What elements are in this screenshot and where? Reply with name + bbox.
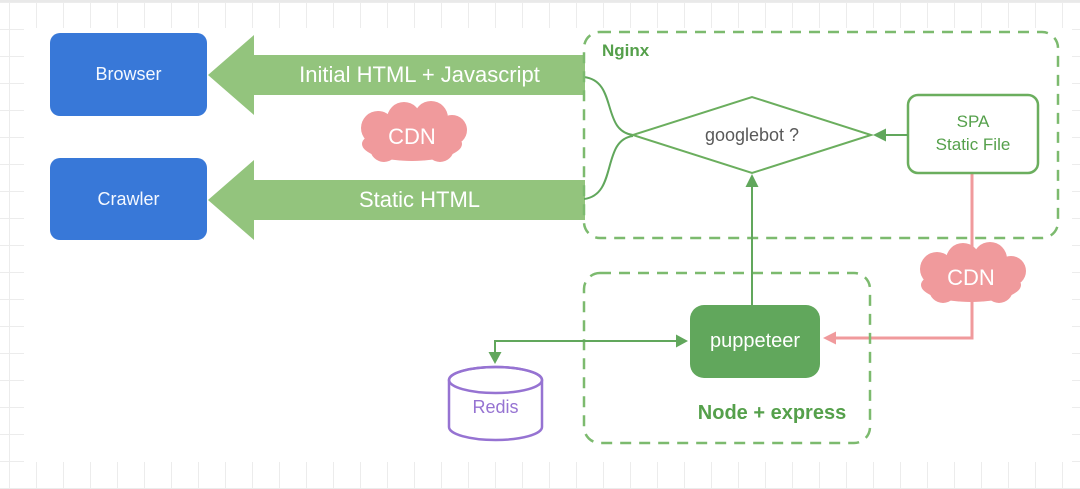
edge-puppeteer-redis [494,340,677,353]
arrowhead-into-redis [488,352,502,364]
arrowhead-into-puppeteer-left [676,334,688,348]
arrowhead-into-diamond-right [873,128,886,142]
cdn-cloud-right-icon[interactable] [920,242,1026,303]
edge-funnel-curves [583,76,634,200]
redis-database-cylinder[interactable] [447,365,544,442]
nginx-container[interactable] [582,30,1060,240]
flow-arrow-static-html [208,160,585,240]
spa-static-file-node[interactable] [906,93,1040,175]
crawler-node[interactable] [50,158,207,240]
arrowhead-into-puppeteer-right [823,331,836,345]
flow-arrow-initial-html [208,35,585,115]
cdn-cloud-left-icon[interactable] [361,101,467,162]
googlebot-decision-diamond[interactable] [629,95,875,175]
node-express-container[interactable] [582,271,872,445]
edge-spa-to-puppeteer-via-cdn [830,173,974,340]
puppeteer-node[interactable] [690,305,820,378]
arrowhead-into-diamond-bottom [745,174,759,187]
browser-node[interactable] [50,33,207,116]
canvas-top-edge [0,0,1080,2]
